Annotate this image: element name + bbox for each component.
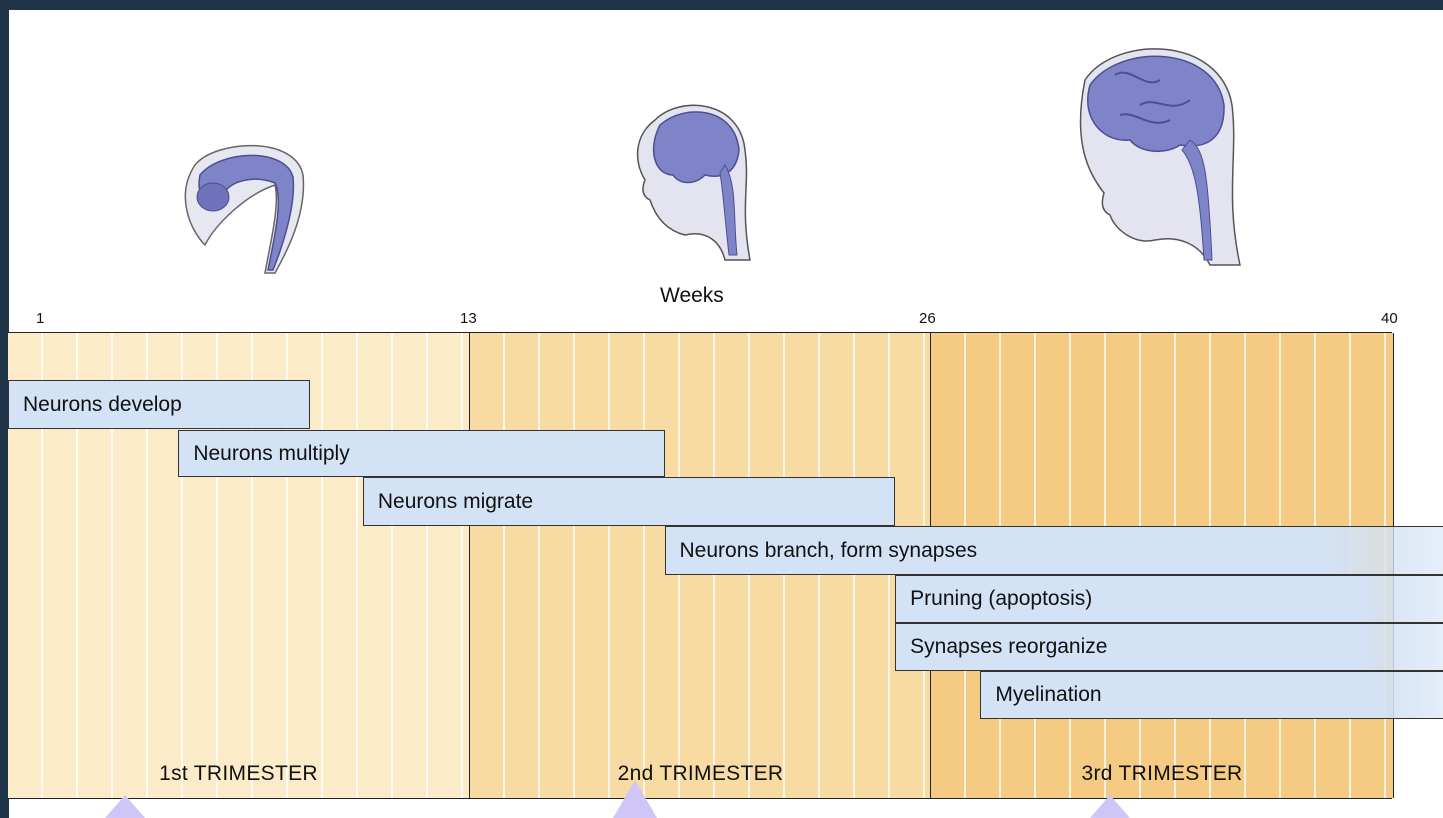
trimester-label: 1st TRIMESTER	[8, 762, 469, 786]
process-bar: Neurons branch, form synapses	[665, 526, 1443, 575]
process-bar: Neurons multiply	[178, 430, 664, 477]
process-bar: Myelination	[980, 671, 1443, 719]
process-bar: Neurons develop	[8, 380, 310, 429]
fetal-brain-icon	[625, 95, 765, 265]
week-tick-label: 13	[460, 310, 477, 327]
week-tick-label: 26	[919, 310, 936, 327]
embryo-brain-icon	[175, 135, 310, 275]
process-bar: Pruning (apoptosis)	[895, 575, 1443, 623]
week-tick-label: 1	[36, 310, 44, 327]
pointer-arrow	[605, 780, 665, 818]
process-bar: Neurons migrate	[363, 477, 895, 526]
week-tick-label: 40	[1381, 310, 1398, 327]
top-frame-bar	[0, 0, 1443, 10]
trimester-label: 3rd TRIMESTER	[931, 762, 1393, 786]
axis-title: Weeks	[660, 284, 724, 308]
process-bar: Synapses reorganize	[895, 623, 1443, 671]
pointer-arrow	[95, 795, 155, 818]
late-fetal-brain-icon	[1060, 35, 1250, 270]
trimester-label: 2nd TRIMESTER	[470, 762, 931, 786]
pointer-arrow	[1080, 795, 1140, 818]
